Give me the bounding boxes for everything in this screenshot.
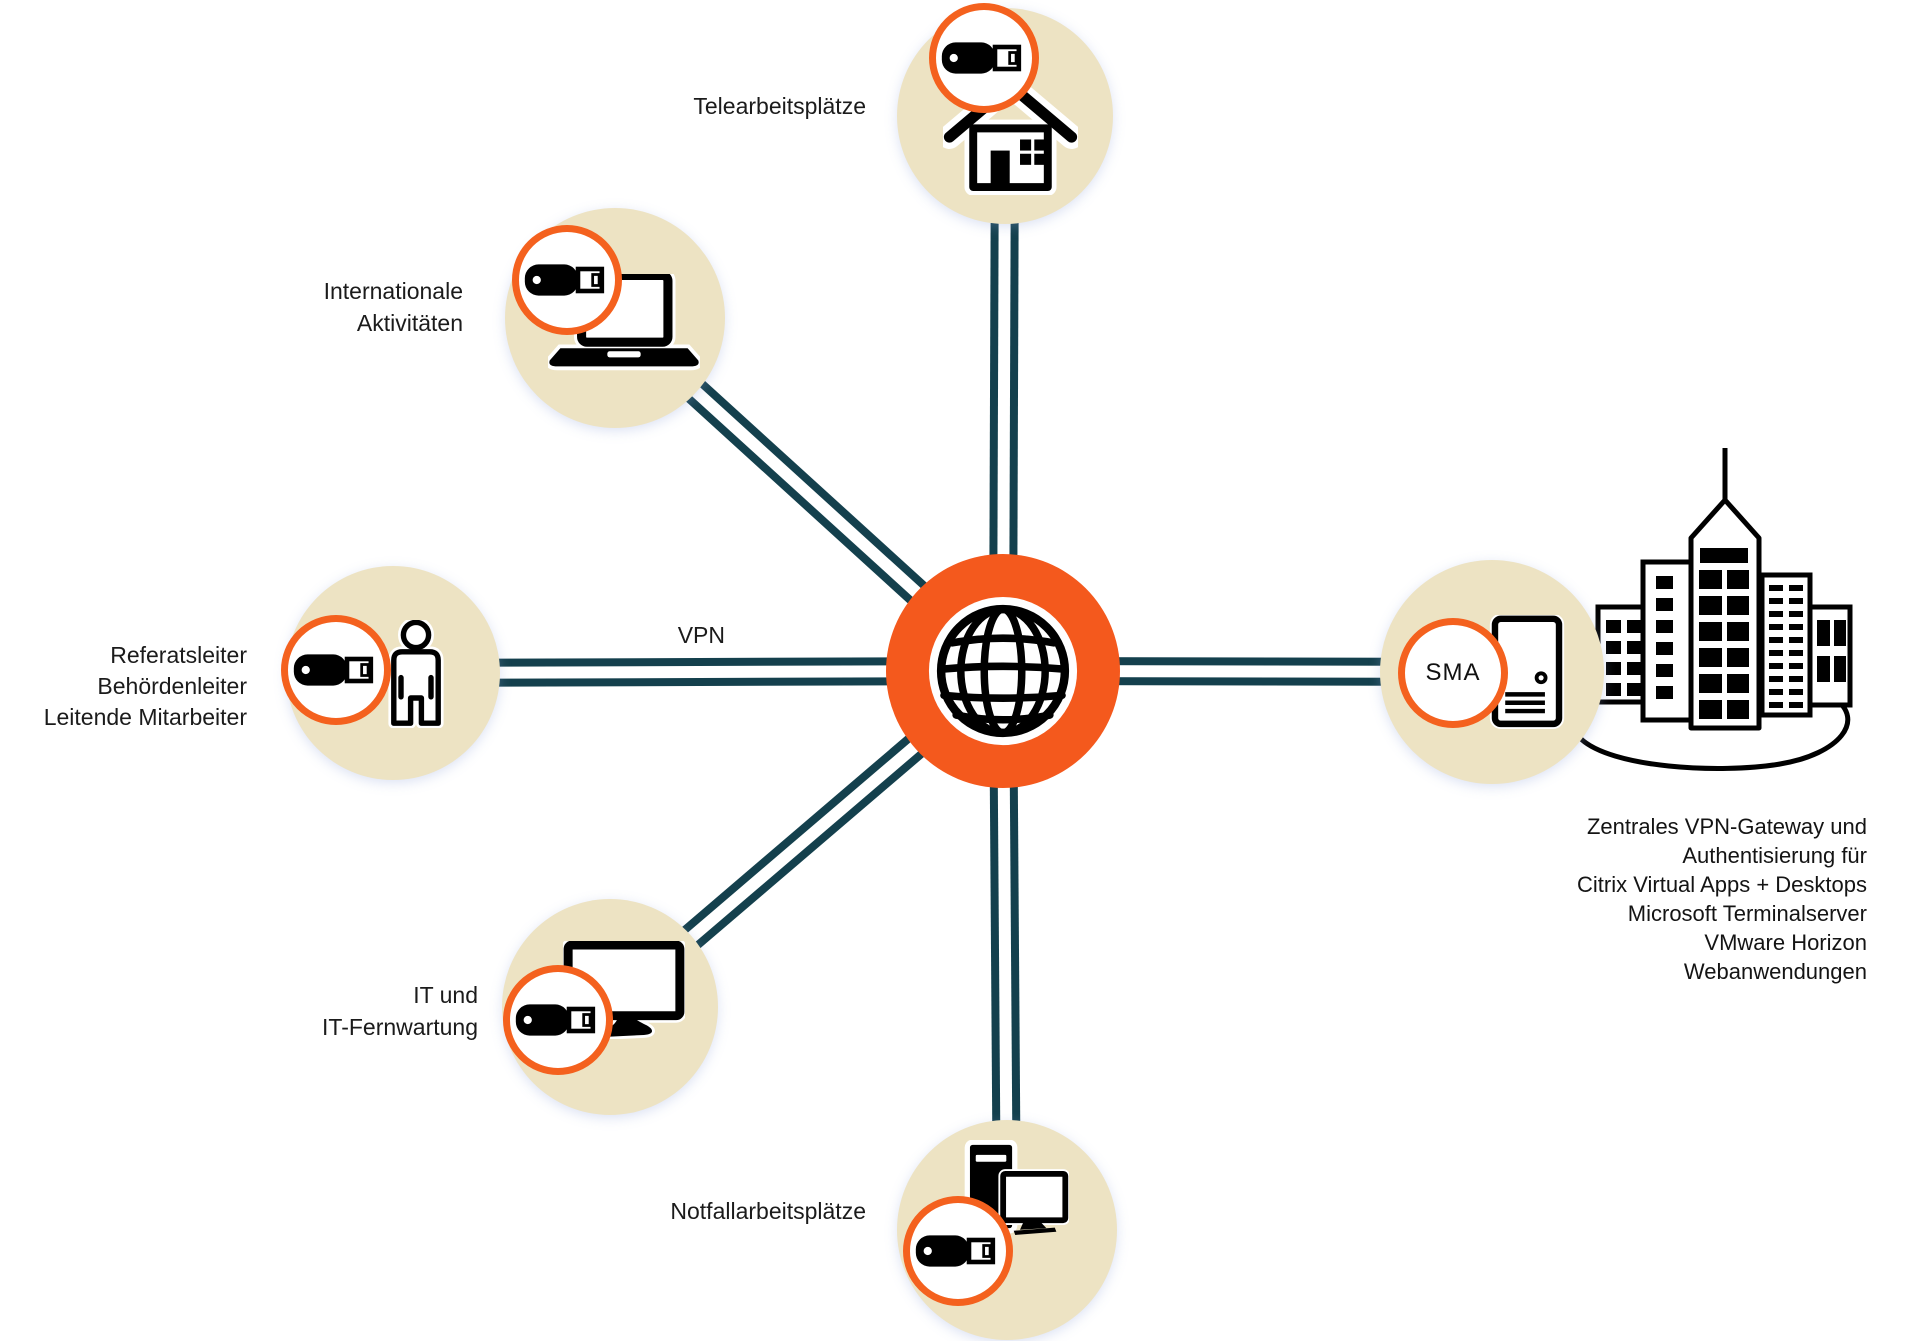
- label-vpn: VPN: [677, 622, 725, 648]
- usb-token-icon: [915, 1235, 996, 1267]
- gateway-description: Zentrales VPN-Gateway und Authentisierun…: [1577, 814, 1867, 984]
- house-icon: [943, 76, 1078, 195]
- globe-icon: [928, 596, 1078, 746]
- internet-hub-node: [886, 554, 1120, 788]
- label-leitende-mitarbeiter: Referatsleiter Behördenleiter Leitende M…: [43, 642, 247, 730]
- node-telearbeitsplaetze: [897, 3, 1113, 224]
- usb-token-badge: [929, 3, 1039, 113]
- node-vpn-gateway: SMA: [1380, 560, 1604, 784]
- node-notfallarbeitsplaetze: [897, 1120, 1117, 1340]
- usb-token-badge: [503, 965, 613, 1075]
- usb-token-icon: [524, 264, 605, 296]
- usb-token-badge: [903, 1196, 1013, 1306]
- usb-token-icon: [293, 654, 374, 686]
- label-telearbeitsplaetze: Telearbeitsplätze: [693, 93, 866, 119]
- desktop-pc-icon: [964, 1140, 1069, 1235]
- label-it-fernwartung: IT und IT-Fernwartung: [322, 982, 478, 1040]
- label-internationale-aktivitaeten: Internationale Aktivitäten: [323, 278, 463, 336]
- node-internationale-aktivitaeten: [505, 208, 725, 428]
- person-icon: [388, 620, 444, 728]
- usb-token-icon: [515, 1004, 596, 1036]
- label-notfallarbeitsplaetze: Notfallarbeitsplätze: [670, 1198, 866, 1224]
- building-illustration: [1580, 448, 1853, 771]
- server-icon: [1489, 615, 1565, 729]
- sma-badge: SMA: [1398, 618, 1508, 728]
- node-leitende-mitarbeiter: [281, 566, 500, 780]
- node-it-fernwartung: [502, 899, 718, 1115]
- sma-label: SMA: [1425, 659, 1481, 686]
- usb-token-icon: [941, 42, 1022, 74]
- usb-token-badge: [512, 225, 622, 335]
- usb-token-badge: [281, 615, 391, 725]
